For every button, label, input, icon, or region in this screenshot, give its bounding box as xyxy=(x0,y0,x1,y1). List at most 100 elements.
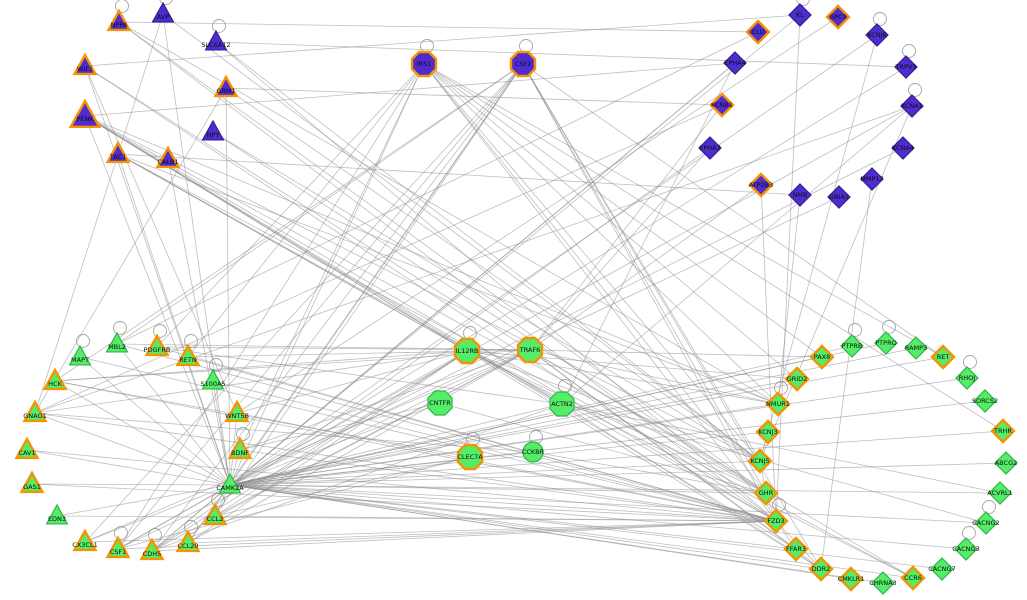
node-CLU[interactable] xyxy=(745,19,771,45)
node-KCNJ3[interactable] xyxy=(755,419,781,445)
self-loop xyxy=(982,500,996,514)
node-S100A5[interactable] xyxy=(201,368,225,390)
edge xyxy=(84,115,779,405)
edge xyxy=(84,484,231,543)
node-CCKBR[interactable] xyxy=(522,441,544,463)
edge xyxy=(759,34,878,462)
node-GPC3[interactable] xyxy=(825,4,851,30)
edge xyxy=(529,184,762,351)
node-CACNG3[interactable] xyxy=(954,537,978,561)
edge xyxy=(54,380,471,458)
node-PENK[interactable] xyxy=(68,98,102,129)
edge xyxy=(229,378,798,486)
node-KCNB1[interactable] xyxy=(709,92,735,118)
node-MBL2[interactable] xyxy=(105,331,129,353)
node-BDNF[interactable] xyxy=(227,436,253,460)
node-ATP2B3[interactable] xyxy=(748,172,774,198)
node-GAS1[interactable] xyxy=(19,470,45,494)
self-loop xyxy=(848,323,862,337)
node-WNT5B[interactable] xyxy=(224,399,250,423)
node-PTPRO[interactable] xyxy=(874,331,898,355)
node-CAV1[interactable] xyxy=(14,436,40,460)
node-CNTFR[interactable] xyxy=(427,390,453,416)
node-CX3CL1[interactable] xyxy=(72,528,98,552)
node-CAMK2A[interactable] xyxy=(218,472,242,494)
node-GRID2[interactable] xyxy=(784,366,810,392)
node-ACVRL1[interactable] xyxy=(988,481,1012,505)
node-RET[interactable] xyxy=(930,344,956,370)
node-SORCS2[interactable] xyxy=(973,389,997,413)
node-GNAO1[interactable] xyxy=(22,399,48,423)
node-CALB1[interactable] xyxy=(155,145,181,169)
node-RAMP3[interactable] xyxy=(904,336,928,360)
node-CMKLR1[interactable] xyxy=(838,566,864,592)
edge xyxy=(239,449,777,522)
node-NPPA[interactable] xyxy=(106,8,132,32)
node-TRPV5[interactable] xyxy=(894,55,918,79)
node-CACNG2[interactable] xyxy=(974,511,998,535)
node-IL12RB[interactable] xyxy=(453,337,481,365)
edge xyxy=(187,356,777,522)
node-HCK[interactable] xyxy=(42,367,68,391)
node-FZD3[interactable] xyxy=(763,508,789,534)
node-PDGFRB[interactable] xyxy=(144,333,170,357)
node-DDR2[interactable] xyxy=(808,556,834,582)
node-CHRNA3[interactable] xyxy=(871,571,895,595)
edge xyxy=(225,87,231,486)
node-FFAR3[interactable] xyxy=(783,536,809,562)
node-CCL2[interactable] xyxy=(202,502,228,526)
node-KCNJ5[interactable] xyxy=(747,448,773,474)
node-TRAF6[interactable] xyxy=(516,336,544,364)
node-NPY[interactable] xyxy=(201,119,225,141)
node-PAX8[interactable] xyxy=(809,344,835,370)
self-loop xyxy=(76,334,90,348)
node-CSF1[interactable] xyxy=(105,535,131,559)
edge xyxy=(116,343,777,522)
node-RETN[interactable] xyxy=(175,343,201,367)
edge xyxy=(117,63,425,550)
node-RHOJ[interactable] xyxy=(955,366,979,390)
node-CACNG7[interactable] xyxy=(930,557,954,581)
edge xyxy=(229,484,797,550)
node-KL[interactable] xyxy=(788,3,812,27)
node-MMP17[interactable] xyxy=(860,167,884,191)
node-EPHA4[interactable] xyxy=(723,51,747,75)
node-IRS1[interactable] xyxy=(410,50,438,78)
node-CCL20[interactable] xyxy=(175,529,201,553)
edge xyxy=(84,349,531,543)
node-PTPRB[interactable] xyxy=(840,334,864,358)
node-ABCG2[interactable] xyxy=(994,451,1018,475)
node-GHR[interactable] xyxy=(753,480,779,506)
self-loop xyxy=(153,324,167,338)
self-loop xyxy=(211,493,225,507)
node-CCR6[interactable] xyxy=(900,565,926,591)
node-NMUR1[interactable] xyxy=(765,391,791,417)
node-KCNA4[interactable] xyxy=(891,136,915,160)
edge xyxy=(229,431,769,486)
edge xyxy=(239,63,425,451)
node-ACTN2[interactable] xyxy=(549,391,575,417)
node-GRM1[interactable] xyxy=(213,74,239,98)
node-NMB[interactable] xyxy=(788,183,812,207)
edge xyxy=(79,356,231,486)
node-TAC1[interactable] xyxy=(105,140,131,164)
node-EDN3[interactable] xyxy=(45,503,69,525)
node-EPHA7[interactable] xyxy=(698,136,722,160)
node-CSF2[interactable] xyxy=(509,50,537,78)
edge xyxy=(423,63,944,358)
node-KCNA1[interactable] xyxy=(900,94,924,118)
node-MAPT[interactable] xyxy=(68,344,92,366)
edge xyxy=(84,115,761,462)
edge xyxy=(151,350,468,552)
edge xyxy=(532,451,767,494)
node-CLEC7A[interactable] xyxy=(456,443,484,471)
node-CDH5[interactable] xyxy=(139,537,165,561)
node-WIF1[interactable] xyxy=(72,52,98,76)
node-AVP[interactable] xyxy=(151,1,175,23)
node-KCNJ6[interactable] xyxy=(865,23,889,47)
node-SLC6A12[interactable] xyxy=(204,29,228,51)
node-GRIA1[interactable] xyxy=(827,185,851,209)
node-TRHR[interactable] xyxy=(990,418,1016,444)
edge xyxy=(34,104,723,414)
